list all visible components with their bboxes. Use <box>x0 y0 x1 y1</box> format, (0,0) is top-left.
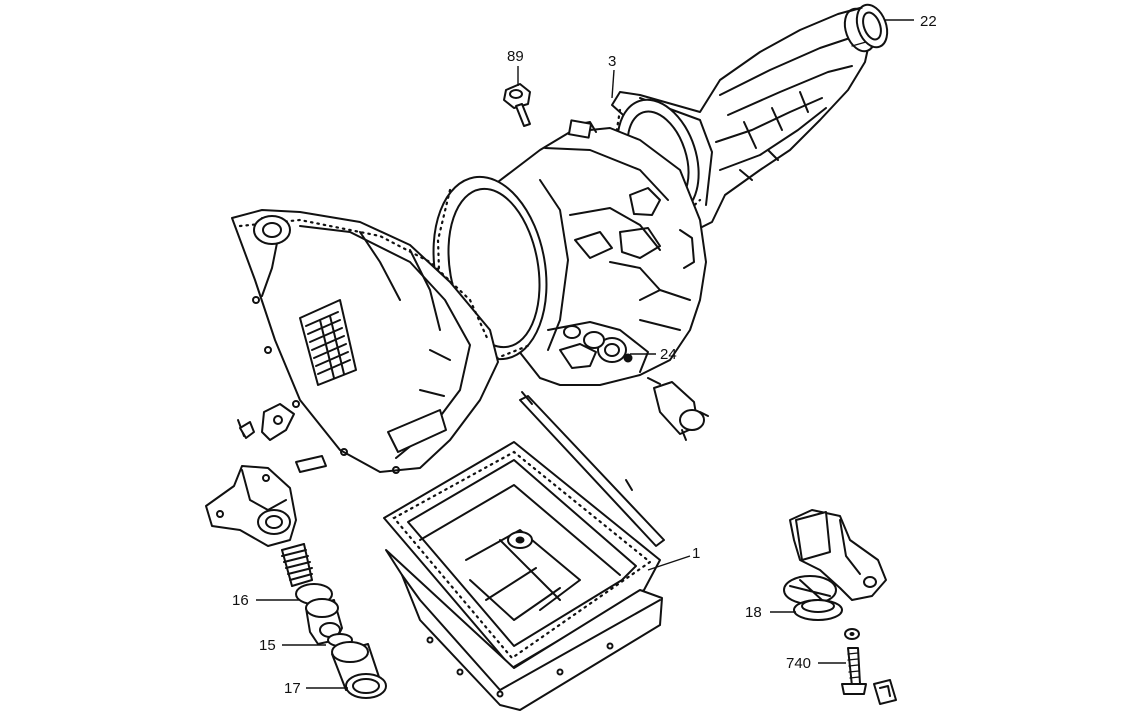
oil-pan <box>383 441 663 711</box>
washer <box>844 628 860 640</box>
inhibitor-switch <box>624 354 709 441</box>
mount-pad <box>793 599 843 621</box>
callout-89: 89 <box>507 48 524 65</box>
sleeve <box>331 641 387 699</box>
leader-lines <box>256 19 914 689</box>
callout-24: 24 <box>660 346 677 363</box>
callout-17: 17 <box>284 680 301 697</box>
callout-18: 18 <box>745 604 762 621</box>
rear-mount-bracket <box>783 509 887 605</box>
callout-1: 1 <box>692 545 700 562</box>
spring <box>281 543 313 587</box>
piston <box>295 583 343 645</box>
callout-3: 3 <box>608 53 616 70</box>
callout-740: 740 <box>786 655 811 672</box>
dipstick-rod <box>519 391 665 547</box>
bolt <box>503 83 531 127</box>
callout-22: 22 <box>920 13 937 30</box>
callout-15: 15 <box>259 637 276 654</box>
nut <box>873 679 897 705</box>
servo-body <box>205 465 297 547</box>
bell-housing <box>231 209 499 474</box>
selector-lever <box>237 403 295 441</box>
stud <box>841 647 867 695</box>
pin <box>295 455 327 473</box>
callout-16: 16 <box>232 592 249 609</box>
